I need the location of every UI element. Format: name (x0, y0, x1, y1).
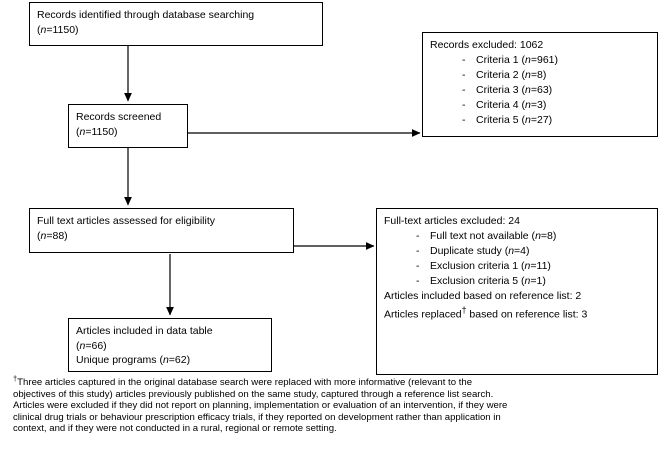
list-item: -Criteria 4 (n=3) (462, 98, 650, 113)
n-italic: n (508, 244, 515, 257)
n-italic: n (525, 113, 531, 126)
unique-programs-count: Unique programs (n=62) (76, 354, 191, 366)
criteria-text: Criteria 5 (n=27) (476, 113, 553, 126)
node-records-excluded: Records excluded: 1062 -Criteria 1 (n=96… (422, 32, 658, 137)
n-italic: n (79, 339, 86, 352)
n-italic: n (525, 98, 531, 111)
n-italic: n (162, 354, 169, 366)
list-item: -Duplicate study (n=4) (416, 244, 650, 259)
articles-included-line1: Articles included in data table (76, 325, 213, 337)
count-value: =1150) (46, 23, 79, 36)
footnote-line-5: context, and if they were not conducted … (13, 423, 337, 435)
full-text-excluded-reason-list: -Full text not available (n=8) -Duplicat… (384, 229, 650, 289)
node-records-screened: Records screened (n=1150) (68, 104, 188, 148)
records-excluded-header: Records excluded: 1062 (430, 39, 544, 51)
dagger-marker: † (13, 373, 18, 383)
footnote: †Three articles captured in the original… (13, 373, 653, 435)
n-italic: n (524, 274, 531, 287)
n-italic: n (40, 23, 47, 36)
n-italic: n (524, 259, 531, 272)
list-item: -Criteria 3 (n=63) (462, 83, 650, 98)
criteria-text: Criteria 4 (n=3) (476, 98, 547, 111)
footnote-line-2: objectives of this study) articles previ… (13, 388, 494, 400)
full-text-excluded-header: Full-text articles excluded: 24 (384, 215, 520, 227)
n-italic: n (535, 229, 541, 242)
n-italic: n (525, 68, 531, 81)
criteria-text: Criteria 2 (n=8) (476, 68, 547, 81)
bullet-dash: - (462, 53, 466, 66)
list-item: -Exclusion criteria 1 (n=11) (416, 259, 650, 274)
criteria-text: Criteria 3 (n=63) (476, 83, 553, 96)
bullet-dash: - (416, 229, 420, 242)
articles-included-count: (n=66) (76, 339, 264, 354)
footnote-line-1: †Three articles captured in the original… (13, 373, 473, 388)
bullet-dash: - (462, 98, 466, 111)
node-articles-included: Articles included in data table (n=66) U… (68, 318, 272, 372)
list-item: -Criteria 5 (n=27) (462, 113, 650, 128)
node-full-text-excluded: Full-text articles excluded: 24 -Full te… (376, 208, 658, 375)
records-identified-line1: Records identified through database sear… (37, 9, 255, 21)
list-item: -Criteria 2 (n=8) (462, 68, 650, 83)
criteria-text: Criteria 1 (n=961) (476, 53, 559, 66)
footnote-line-4: clinical drug trials or behaviour prescr… (13, 411, 501, 423)
node-records-identified: Records identified through database sear… (29, 2, 323, 46)
records-excluded-criteria-list: -Criteria 1 (n=961) -Criteria 2 (n=8) -C… (430, 53, 650, 128)
records-screened-line1: Records screened (76, 111, 162, 123)
records-identified-count: (n=1150) (37, 23, 315, 38)
bullet-dash: - (462, 83, 466, 96)
list-item: -Full text not available (n=8) (416, 229, 650, 244)
count-value: =88) (46, 229, 68, 242)
n-italic: n (525, 53, 531, 66)
dagger-marker: † (461, 305, 467, 315)
reason-text: Exclusion criteria 5 (n=1) (430, 274, 546, 287)
records-screened-count: (n=1150) (76, 125, 180, 140)
footnote-line-3: Articles were excluded if they did not r… (13, 400, 508, 412)
full-text-assessed-line1: Full text articles assessed for eligibil… (37, 215, 215, 227)
paren-open: ( (76, 125, 80, 138)
reason-text: Full text not available (n=8) (430, 229, 557, 242)
bullet-dash: - (416, 244, 420, 257)
bullet-dash: - (462, 113, 466, 126)
paren-open: ( (37, 23, 41, 36)
n-italic: n (40, 229, 47, 242)
n-italic: n (525, 83, 531, 96)
articles-included-reference-list: Articles included based on reference lis… (384, 289, 582, 302)
reason-text: Exclusion criteria 1 (n=11) (430, 259, 551, 272)
list-item: -Exclusion criteria 5 (n=1) (416, 274, 650, 289)
count-value: =66) (85, 339, 107, 352)
n-italic: n (79, 125, 86, 138)
bullet-dash: - (462, 68, 466, 81)
paren-open: ( (76, 339, 80, 352)
reason-text: Duplicate study (n=4) (430, 244, 530, 257)
articles-replaced-reference-list: Articles replaced† based on reference li… (384, 305, 588, 321)
list-item: -Criteria 1 (n=961) (462, 53, 650, 68)
paren-open: ( (37, 229, 41, 242)
count-value: =1150) (85, 125, 118, 138)
bullet-dash: - (416, 259, 420, 272)
full-text-assessed-count: (n=88) (37, 229, 286, 244)
bullet-dash: - (416, 274, 420, 287)
node-full-text-assessed: Full text articles assessed for eligibil… (29, 208, 294, 253)
